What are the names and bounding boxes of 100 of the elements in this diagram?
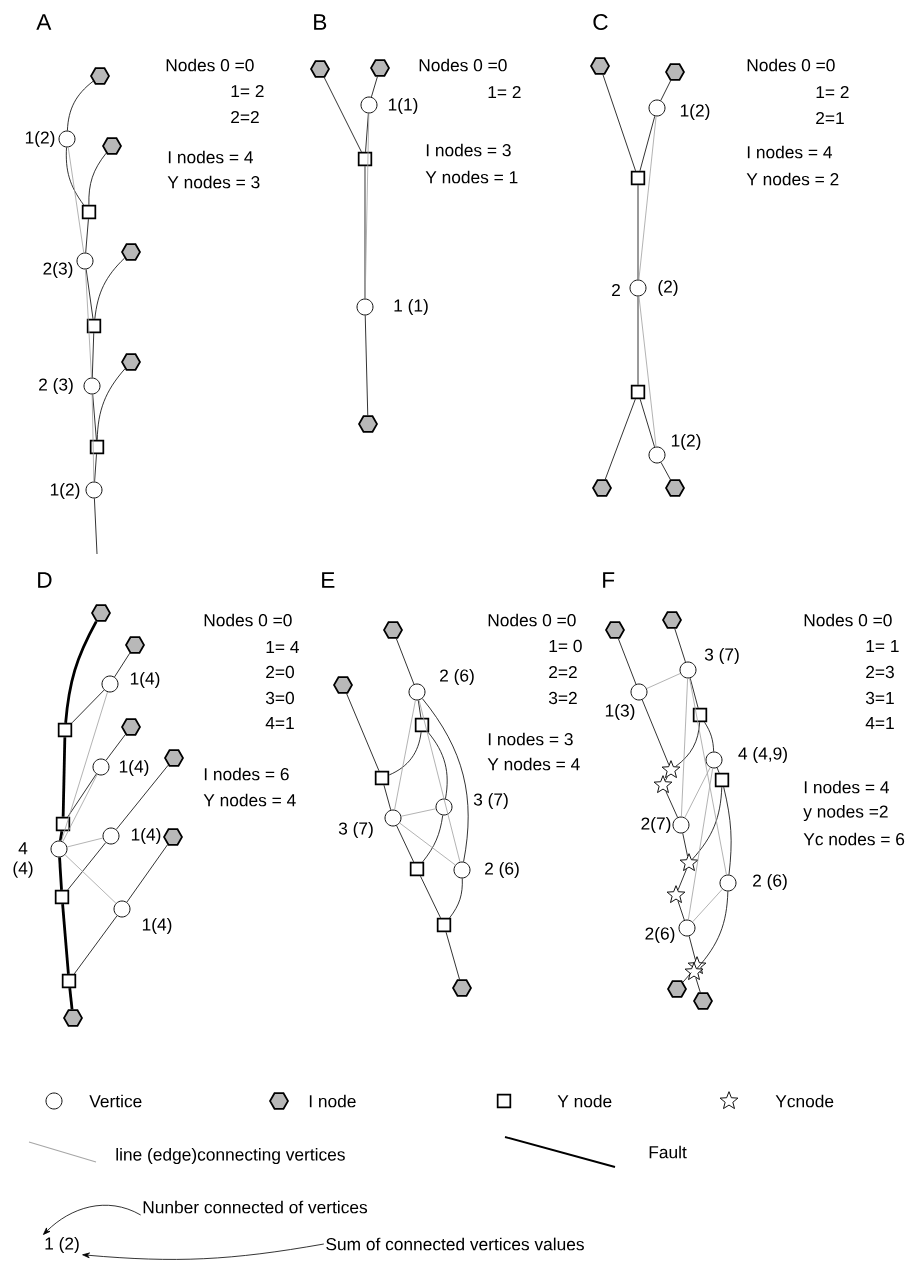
- legend-text: Fault: [649, 1145, 687, 1159]
- vertex-label: 4 (4): [13, 842, 33, 878]
- y-node-square: [61, 973, 77, 989]
- node-count-text: I nodes = 4: [168, 150, 253, 164]
- fault-line: [94, 257, 125, 320]
- panel-letter: C: [593, 14, 608, 31]
- fault-line: [105, 734, 126, 761]
- fault-line: [85, 269, 94, 320]
- fault-line: [716, 767, 720, 774]
- node-count-text: I nodes = 3: [488, 732, 573, 746]
- vertex-circle: [648, 99, 666, 117]
- vertex-label: 3 (7): [473, 792, 508, 810]
- y-node-square: [357, 151, 373, 167]
- fault-line: [665, 776, 668, 781]
- connecting-line: [394, 699, 416, 811]
- fault-line: [67, 842, 107, 891]
- fault-line: [420, 875, 441, 919]
- y-node-square: [81, 204, 97, 220]
- fault-line: [383, 784, 392, 811]
- node-count-text: 3=2: [548, 691, 577, 705]
- panel-letter: A: [36, 14, 52, 30]
- leader-arrow: [82, 1243, 325, 1260]
- i-node-hexagon: [121, 243, 141, 261]
- fault-line: [421, 698, 469, 863]
- fault-line: [91, 332, 95, 378]
- vertex-circle: [630, 683, 648, 701]
- fault-line: [92, 394, 97, 441]
- vertex-label: 1(4): [142, 917, 172, 935]
- annotation-text: Sum of connected vertices values: [326, 1237, 584, 1251]
- fault-line: [665, 791, 678, 818]
- i-node-hexagon: [667, 980, 687, 998]
- i-node-hexagon: [590, 57, 610, 75]
- fault-line: [677, 900, 685, 921]
- vertex-label: 1(2): [50, 482, 80, 500]
- connecting-line: [638, 296, 657, 447]
- i-node-hexagon: [370, 59, 390, 77]
- node-count-text: I nodes = 6: [204, 767, 289, 781]
- vertex-circle: [408, 683, 426, 701]
- vertex-label: 1 (1): [394, 298, 428, 316]
- fault-line: [115, 764, 169, 830]
- connecting-line: [400, 808, 437, 817]
- vertex-label: 1(1): [388, 97, 418, 115]
- i-node-hexagon: [452, 979, 472, 997]
- fault-line: [67, 80, 94, 131]
- fault-line: [323, 77, 362, 153]
- node-count-text: 1= 2: [488, 85, 521, 99]
- vertex-label: 2(3): [43, 261, 73, 279]
- connecting-line: [66, 837, 104, 848]
- i-node-hexagon: [121, 353, 141, 371]
- node-count-text: Yc nodes = 6: [803, 832, 905, 846]
- node-count-text: 2=0: [266, 665, 294, 679]
- node-count-text: Nodes 0 =0: [204, 613, 292, 627]
- vertex-circle: [101, 675, 119, 693]
- y-node-square: [630, 170, 646, 186]
- vertex-circle: [453, 861, 471, 879]
- vertex-label: 1(4): [130, 671, 160, 689]
- vertex-label: 4 (4,9): [738, 746, 787, 764]
- yc-node-star: [684, 962, 704, 981]
- fault-line: [68, 988, 74, 1010]
- y-node-square: [89, 439, 105, 455]
- i-node-hexagon: [102, 137, 122, 155]
- fault-line: [695, 977, 701, 993]
- i-node-hexagon: [63, 1009, 83, 1027]
- vertex-label: 1(4): [131, 827, 161, 845]
- vertex-circle: [58, 130, 76, 148]
- vertex-circle: [360, 96, 378, 114]
- i-node-hexagon: [693, 992, 713, 1010]
- fault-line: [688, 935, 696, 961]
- vertex-label: 1(3): [605, 703, 635, 721]
- panel-letter: E: [322, 572, 335, 588]
- fault-line: [677, 868, 687, 891]
- y-node-square: [57, 722, 73, 738]
- fault-line: [445, 931, 460, 980]
- fault-line: [364, 165, 366, 299]
- connecting-line: [61, 691, 108, 842]
- panel-letter: F: [603, 572, 615, 588]
- vertex-circle: [113, 900, 131, 918]
- yc-node-star: [666, 885, 686, 904]
- legend-text: line (edge)connecting vertices: [116, 1147, 345, 1165]
- vertex-circle: [719, 874, 737, 892]
- node-count-text: Nodes 0 =0: [166, 58, 254, 72]
- fault-line: [639, 115, 656, 172]
- i-node-hexagon: [358, 415, 378, 433]
- y-node-square: [374, 770, 390, 786]
- node-count-text: 2=2: [549, 665, 577, 679]
- vertex-label: (2): [658, 279, 678, 297]
- connecting-line: [684, 767, 711, 818]
- example-label: 1 (2): [45, 1236, 79, 1254]
- yc-node-star: [679, 853, 699, 871]
- fault-line: [637, 296, 639, 386]
- fault-line: [639, 398, 655, 448]
- i-node-hexagon: [164, 749, 184, 767]
- fault-line: [94, 453, 97, 482]
- fault-line: [64, 621, 98, 723]
- y-node-square: [409, 861, 425, 877]
- node-count-text: Nodes 0 =0: [488, 613, 576, 627]
- fault-line: [71, 689, 105, 724]
- fault-line: [417, 699, 422, 719]
- panel-letter: D: [38, 572, 52, 588]
- vertex-label: 2: [612, 283, 620, 297]
